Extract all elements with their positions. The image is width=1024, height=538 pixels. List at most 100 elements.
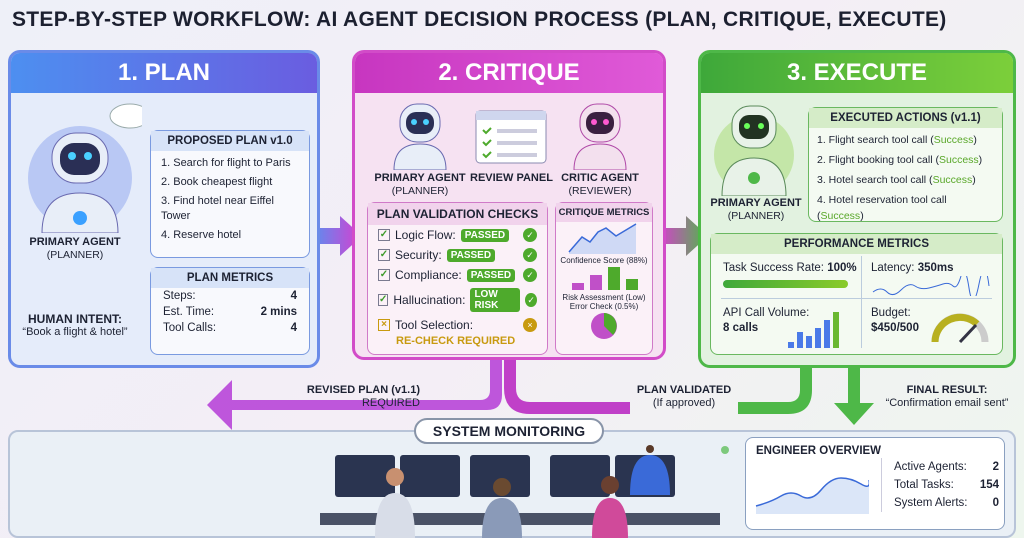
check-label: Logic Flow: bbox=[395, 228, 456, 242]
check-label: Tool Selection: bbox=[395, 318, 474, 332]
task-success-rate: Task Success Rate: 100% bbox=[723, 262, 857, 274]
overview-stats: Active Agents:2 Total Tasks: 154 System A… bbox=[881, 458, 999, 512]
final-result-label: FINAL RESULT:“Confirmation email sent” bbox=[872, 384, 1022, 410]
arrow-plan-to-critique bbox=[312, 216, 362, 256]
error-pie-chart bbox=[591, 313, 617, 339]
agent-role: (PLANNER) bbox=[46, 249, 104, 261]
metric-label: Budget: bbox=[871, 307, 911, 319]
check-circle-icon: ✓ bbox=[523, 228, 537, 242]
overview-line-chart bbox=[755, 477, 869, 514]
metric-row: Tool Calls:4 bbox=[151, 320, 309, 336]
metric-value: 8 calls bbox=[723, 322, 759, 334]
status-badge: LOW RISK bbox=[470, 288, 521, 312]
agent-name: CRITIC AGENT bbox=[561, 172, 639, 184]
agent-name: PRIMARY AGENT bbox=[374, 172, 466, 184]
arrow-validated-to-execute bbox=[738, 368, 812, 414]
system-monitoring-title: SYSTEM MONITORING bbox=[414, 418, 604, 444]
robot-planner-icon bbox=[393, 103, 447, 170]
critique-primary-label: PRIMARY AGENT(PLANNER) bbox=[370, 172, 470, 198]
metric-value: $450/500 bbox=[871, 322, 919, 334]
checkbox-checked-icon: ✓ bbox=[378, 249, 390, 261]
stat-label: Total Tasks: bbox=[894, 479, 954, 491]
arrow-critique-to-execute bbox=[658, 216, 708, 256]
agent-role: (PLANNER) bbox=[391, 185, 449, 197]
human-intent-label: HUMAN INTENT: bbox=[28, 312, 122, 326]
stat-label: System Alerts: bbox=[894, 497, 968, 509]
check-row: ✓Compliance:PASSED✓ bbox=[368, 265, 547, 285]
stat-value: 154 bbox=[979, 479, 999, 491]
risk-assessment-label: Risk Assessment (Low) bbox=[562, 293, 646, 302]
confidence-line-chart bbox=[568, 223, 637, 254]
agent-name: PRIMARY AGENT bbox=[710, 197, 802, 209]
status-badge: PASSED bbox=[466, 268, 516, 282]
success-progress-bar bbox=[723, 280, 848, 288]
metric-value: 4 bbox=[290, 290, 297, 302]
arrow-final-result bbox=[834, 368, 874, 425]
performance-metrics-title: PERFORMANCE METRICS bbox=[711, 234, 1002, 254]
page-title: STEP-BY-STEP WORKFLOW: AI AGENT DECISION… bbox=[12, 8, 947, 31]
checkbox-x-icon: × bbox=[378, 319, 390, 331]
action-item: 2. Flight booking tool call (Success) bbox=[817, 154, 983, 166]
flow-title: PLAN VALIDATED bbox=[636, 384, 732, 396]
plan-metrics-box: PLAN METRICS Steps:4 Est. Time:2 mins To… bbox=[150, 267, 310, 355]
plan-header: 1. PLAN bbox=[11, 53, 317, 93]
metric-label: Est. Time: bbox=[163, 306, 215, 318]
metric-value: 2 mins bbox=[260, 306, 297, 318]
action-status: Success bbox=[932, 174, 973, 186]
metric-label: Tool Calls: bbox=[163, 322, 217, 334]
review-panel-label: REVIEW PANEL bbox=[470, 172, 553, 184]
action-item: 3. Hotel search tool call (Success) bbox=[817, 174, 976, 186]
stat-value: 0 bbox=[992, 497, 999, 509]
agent-role: (REVIEWER) bbox=[568, 185, 632, 197]
action-status: Success bbox=[820, 210, 861, 222]
flow-sub: (If approved) bbox=[652, 397, 716, 409]
x-circle-icon: × bbox=[523, 318, 537, 332]
robot-critic-icon bbox=[573, 103, 627, 170]
status-badge: PASSED bbox=[446, 248, 496, 262]
stat-label: Active Agents: bbox=[894, 461, 967, 473]
check-label: Security: bbox=[395, 248, 442, 262]
action-text: 2. Flight booking tool call ( bbox=[817, 154, 939, 166]
checkbox-checked-icon: ✓ bbox=[378, 269, 390, 281]
check-label: Compliance: bbox=[395, 268, 462, 282]
action-item: 4. Hotel reservation tool call (Success) bbox=[817, 194, 947, 222]
action-status: Success bbox=[938, 154, 979, 166]
metric-row: Steps:4 bbox=[151, 288, 309, 304]
budget-gauge bbox=[931, 313, 989, 344]
metric-label: Latency: bbox=[871, 262, 915, 274]
human-intent-text: “Book a flight & hotel” bbox=[22, 326, 128, 338]
action-text: 1. Flight search tool call ( bbox=[817, 134, 934, 146]
executed-actions-box: EXECUTED ACTIONS (v1.1) 1. Flight search… bbox=[808, 107, 1003, 222]
proposed-plan-title: PROPOSED PLAN v1.0 bbox=[151, 131, 309, 151]
plan-step: 2. Book cheapest flight bbox=[161, 176, 273, 188]
latency-sparkline bbox=[872, 276, 990, 296]
check-label: Hallucination: bbox=[393, 293, 466, 307]
check-row: ✓Security:PASSED✓ bbox=[368, 245, 547, 265]
plan-agent-label: PRIMARY AGENT(PLANNER) bbox=[20, 236, 130, 262]
arrow-plan-validated bbox=[504, 360, 630, 414]
plan-step: 1. Search for flight to Paris bbox=[161, 157, 291, 169]
checkbox-checked-icon: ✓ bbox=[378, 294, 389, 306]
robot-planner-icon bbox=[28, 103, 142, 233]
metric-value: 100% bbox=[827, 262, 857, 274]
check-row: ✓Hallucination:LOW RISK✓ bbox=[368, 285, 547, 315]
risk-bar-chart bbox=[572, 267, 638, 290]
critique-metrics-box: CRITIQUE METRICS Confidence Score (88%) … bbox=[555, 202, 653, 355]
flow-sub: REQUIRED bbox=[361, 397, 420, 409]
flow-title: REVISED PLAN (v1.1) bbox=[306, 384, 420, 396]
action-status: Success bbox=[933, 134, 974, 146]
critic-agent-label: CRITIC AGENT(REVIEWER) bbox=[550, 172, 650, 198]
action-text: 4. Hotel reservation tool call ( bbox=[817, 194, 947, 222]
metric-label: Task Success Rate: bbox=[723, 262, 824, 274]
stat-row: System Alerts: 0 bbox=[894, 494, 999, 512]
metric-row: Est. Time: 2 mins bbox=[151, 304, 309, 320]
recheck-status: RE-CHECK REQUIRED bbox=[396, 335, 516, 347]
executed-actions-title: EXECUTED ACTIONS (v1.1) bbox=[809, 108, 1002, 128]
validation-checks-title: PLAN VALIDATION CHECKS bbox=[368, 203, 547, 225]
stat-row: Active Agents:2 bbox=[894, 458, 999, 476]
engineer-overview-title: ENGINEER OVERVIEW bbox=[756, 445, 882, 457]
action-text: 3. Hotel search tool call ( bbox=[817, 174, 933, 186]
execute-agent-label: PRIMARY AGENT(PLANNER) bbox=[706, 197, 806, 223]
critique-header: 2. CRITIQUE bbox=[355, 53, 663, 93]
engineers-illustration bbox=[320, 445, 729, 538]
